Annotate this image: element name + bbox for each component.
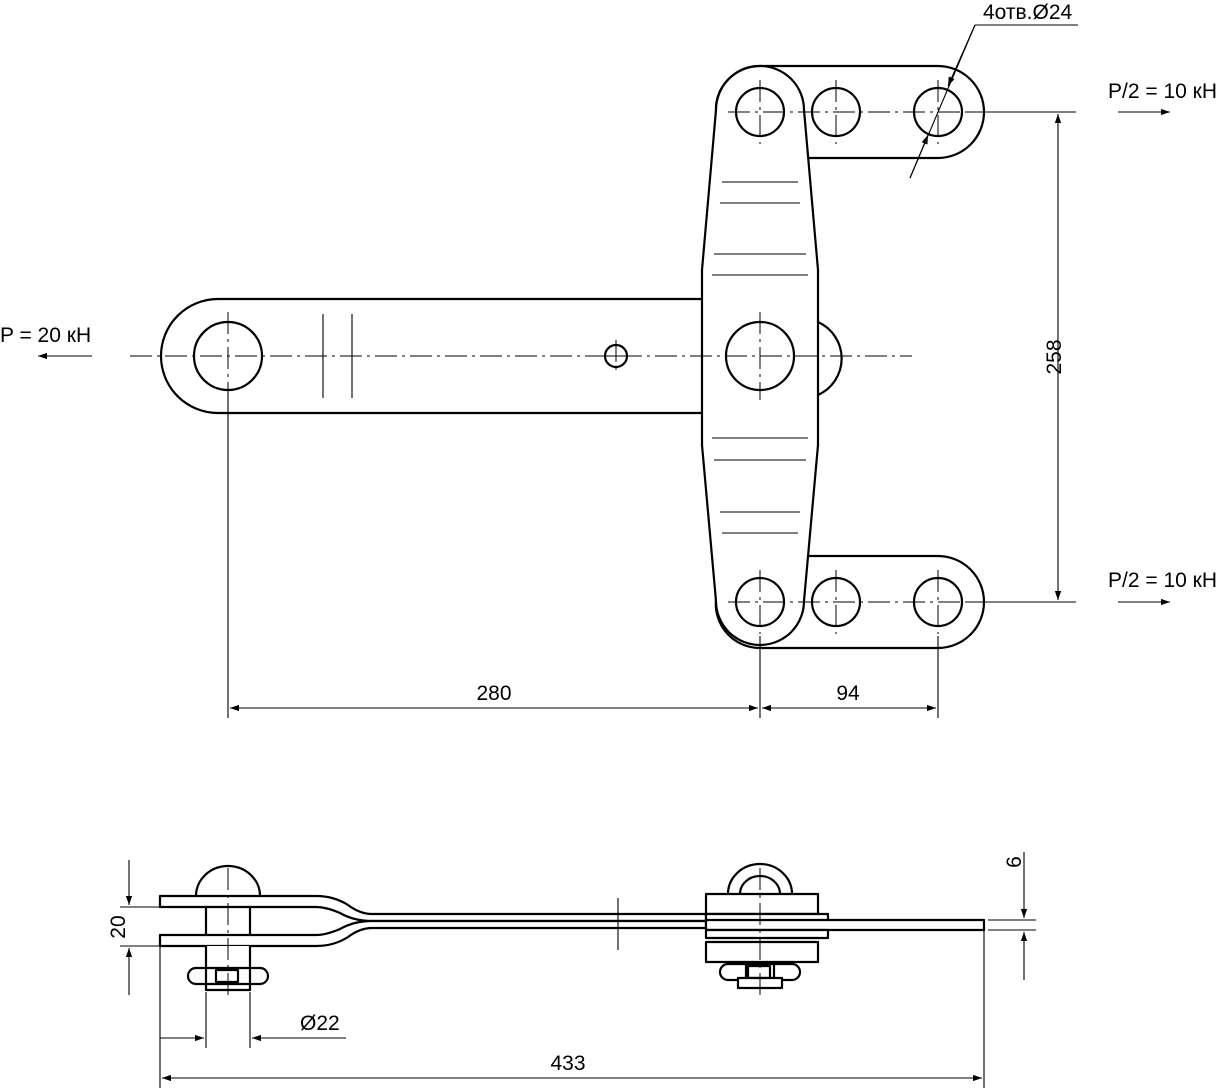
dimension-280-label: 280 <box>476 682 511 705</box>
left-cotter-pin <box>186 966 270 986</box>
dimension-22 <box>160 992 346 1048</box>
dimension-6 <box>988 852 1036 980</box>
holes-note-leader <box>909 24 1078 179</box>
load-label-bottom-right: P/2 = 10 кН <box>1108 569 1217 592</box>
center-pin-bulge <box>816 320 843 397</box>
right-cotter-slot <box>746 964 772 980</box>
fork-plate-bottom <box>158 919 708 948</box>
holes-note: 4отв.Ø24 <box>983 1 1073 24</box>
left-pin-shank <box>204 905 252 937</box>
dimension-258-label: 258 <box>1043 339 1066 374</box>
side-view: 20 6 Ø22 433 <box>107 852 1036 1088</box>
right-cotter-pin <box>718 962 802 982</box>
strip <box>704 918 986 932</box>
fork-plate-top <box>158 894 708 923</box>
dimension-6-label: 6 <box>1003 856 1026 868</box>
right-washer-bottom <box>704 940 820 964</box>
dimension-258 <box>968 111 1076 603</box>
dimension-94-label: 94 <box>836 682 860 705</box>
centerlines <box>130 80 970 634</box>
dimension-20-label: 20 <box>107 915 130 938</box>
right-pin-head <box>726 862 794 896</box>
load-label-left: P = 20 кН <box>0 324 91 347</box>
load-label-top-right: P/2 = 10 кН <box>1108 80 1217 103</box>
left-cotter-slot <box>214 968 240 984</box>
right-link-bottom <box>704 928 830 940</box>
left-pin-head <box>194 864 262 898</box>
dimension-433 <box>159 930 985 1088</box>
dimension-20 <box>120 860 160 995</box>
plan-view: 4отв.Ø24 P = 20 кН P/2 = 10 кН P/2 = 10 … <box>0 1 1217 718</box>
dimension-22-label: Ø22 <box>300 1012 340 1035</box>
yoke-surface-lines <box>712 181 808 534</box>
right-washer-top <box>704 892 820 916</box>
main-bar <box>159 297 710 415</box>
dimension-433-label: 433 <box>550 1052 585 1075</box>
dimension-280-94 <box>227 390 939 718</box>
side-centerlines <box>227 868 761 1000</box>
